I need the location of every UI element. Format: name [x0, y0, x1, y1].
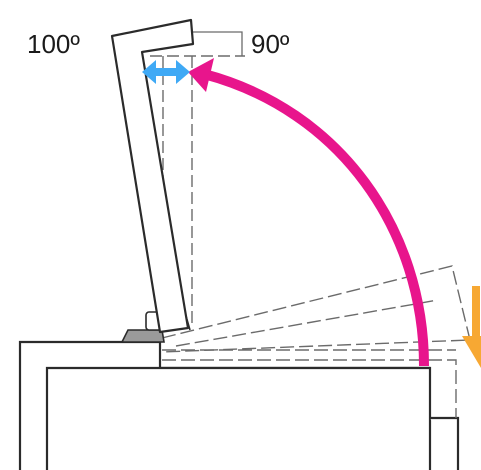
angle-label-90: 90º — [251, 29, 290, 59]
base-unit — [18, 340, 460, 470]
base-side-step — [430, 416, 460, 470]
angle-label-100: 100º — [27, 29, 80, 59]
upright-angle-marker — [192, 31, 243, 56]
base-front-body — [45, 366, 432, 470]
down-arrow-icon — [462, 286, 481, 368]
double-arrow-icon — [142, 60, 190, 84]
hinge-block — [120, 329, 165, 343]
open-lid — [110, 18, 195, 334]
closed-lid-outline — [161, 265, 471, 418]
curved-arrow-icon — [188, 58, 429, 367]
